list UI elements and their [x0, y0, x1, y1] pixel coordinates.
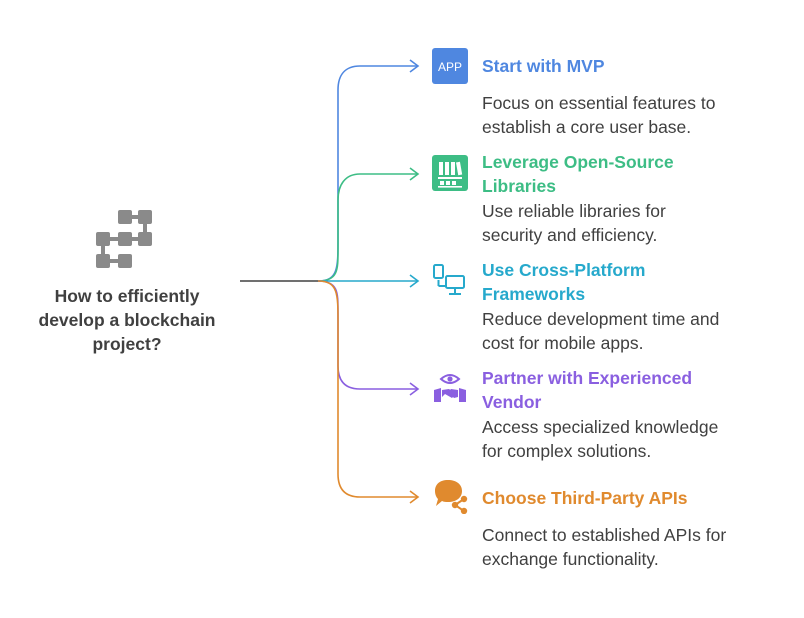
branch-title-cross-platform: Use Cross-Platform Frameworks [482, 260, 646, 304]
branch-desc-mvp: Focus on essential features to establish… [482, 93, 716, 137]
app-icon: APP [432, 48, 468, 84]
arrowhead-cross-platform [409, 274, 420, 288]
api-share-icon [432, 478, 468, 514]
library-icon [432, 155, 468, 191]
arrowhead-vendor [409, 382, 420, 396]
connector-vendor [317, 280, 418, 390]
app-icon-label: APP [438, 60, 462, 74]
branch-title-apis: Choose Third-Party APIs [482, 488, 688, 508]
connector-apis [317, 280, 418, 498]
connector-open-source [317, 173, 418, 282]
arrowhead-mvp [409, 59, 420, 73]
branch-desc-apis: Connect to established APIs for exchange… [482, 525, 727, 569]
branch-title-vendor: Partner with Experienced Vendor [482, 368, 693, 412]
handshake-icon [432, 370, 468, 406]
arrowhead-apis [409, 490, 420, 504]
network-nodes-icon [94, 208, 158, 272]
devices-icon [432, 262, 468, 298]
center-question-title: How to efficiently develop a blockchain … [38, 286, 216, 354]
branch-title-open-source: Leverage Open-Source Libraries [482, 152, 674, 196]
branch-title-mvp: Start with MVP [482, 56, 605, 76]
branch-desc-cross-platform: Reduce development time and cost for mob… [482, 309, 720, 353]
arrowhead-open-source [409, 167, 420, 181]
branch-desc-open-source: Use reliable libraries for security and … [482, 201, 666, 245]
branch-desc-vendor: Access specialized knowledge for complex… [482, 417, 719, 461]
